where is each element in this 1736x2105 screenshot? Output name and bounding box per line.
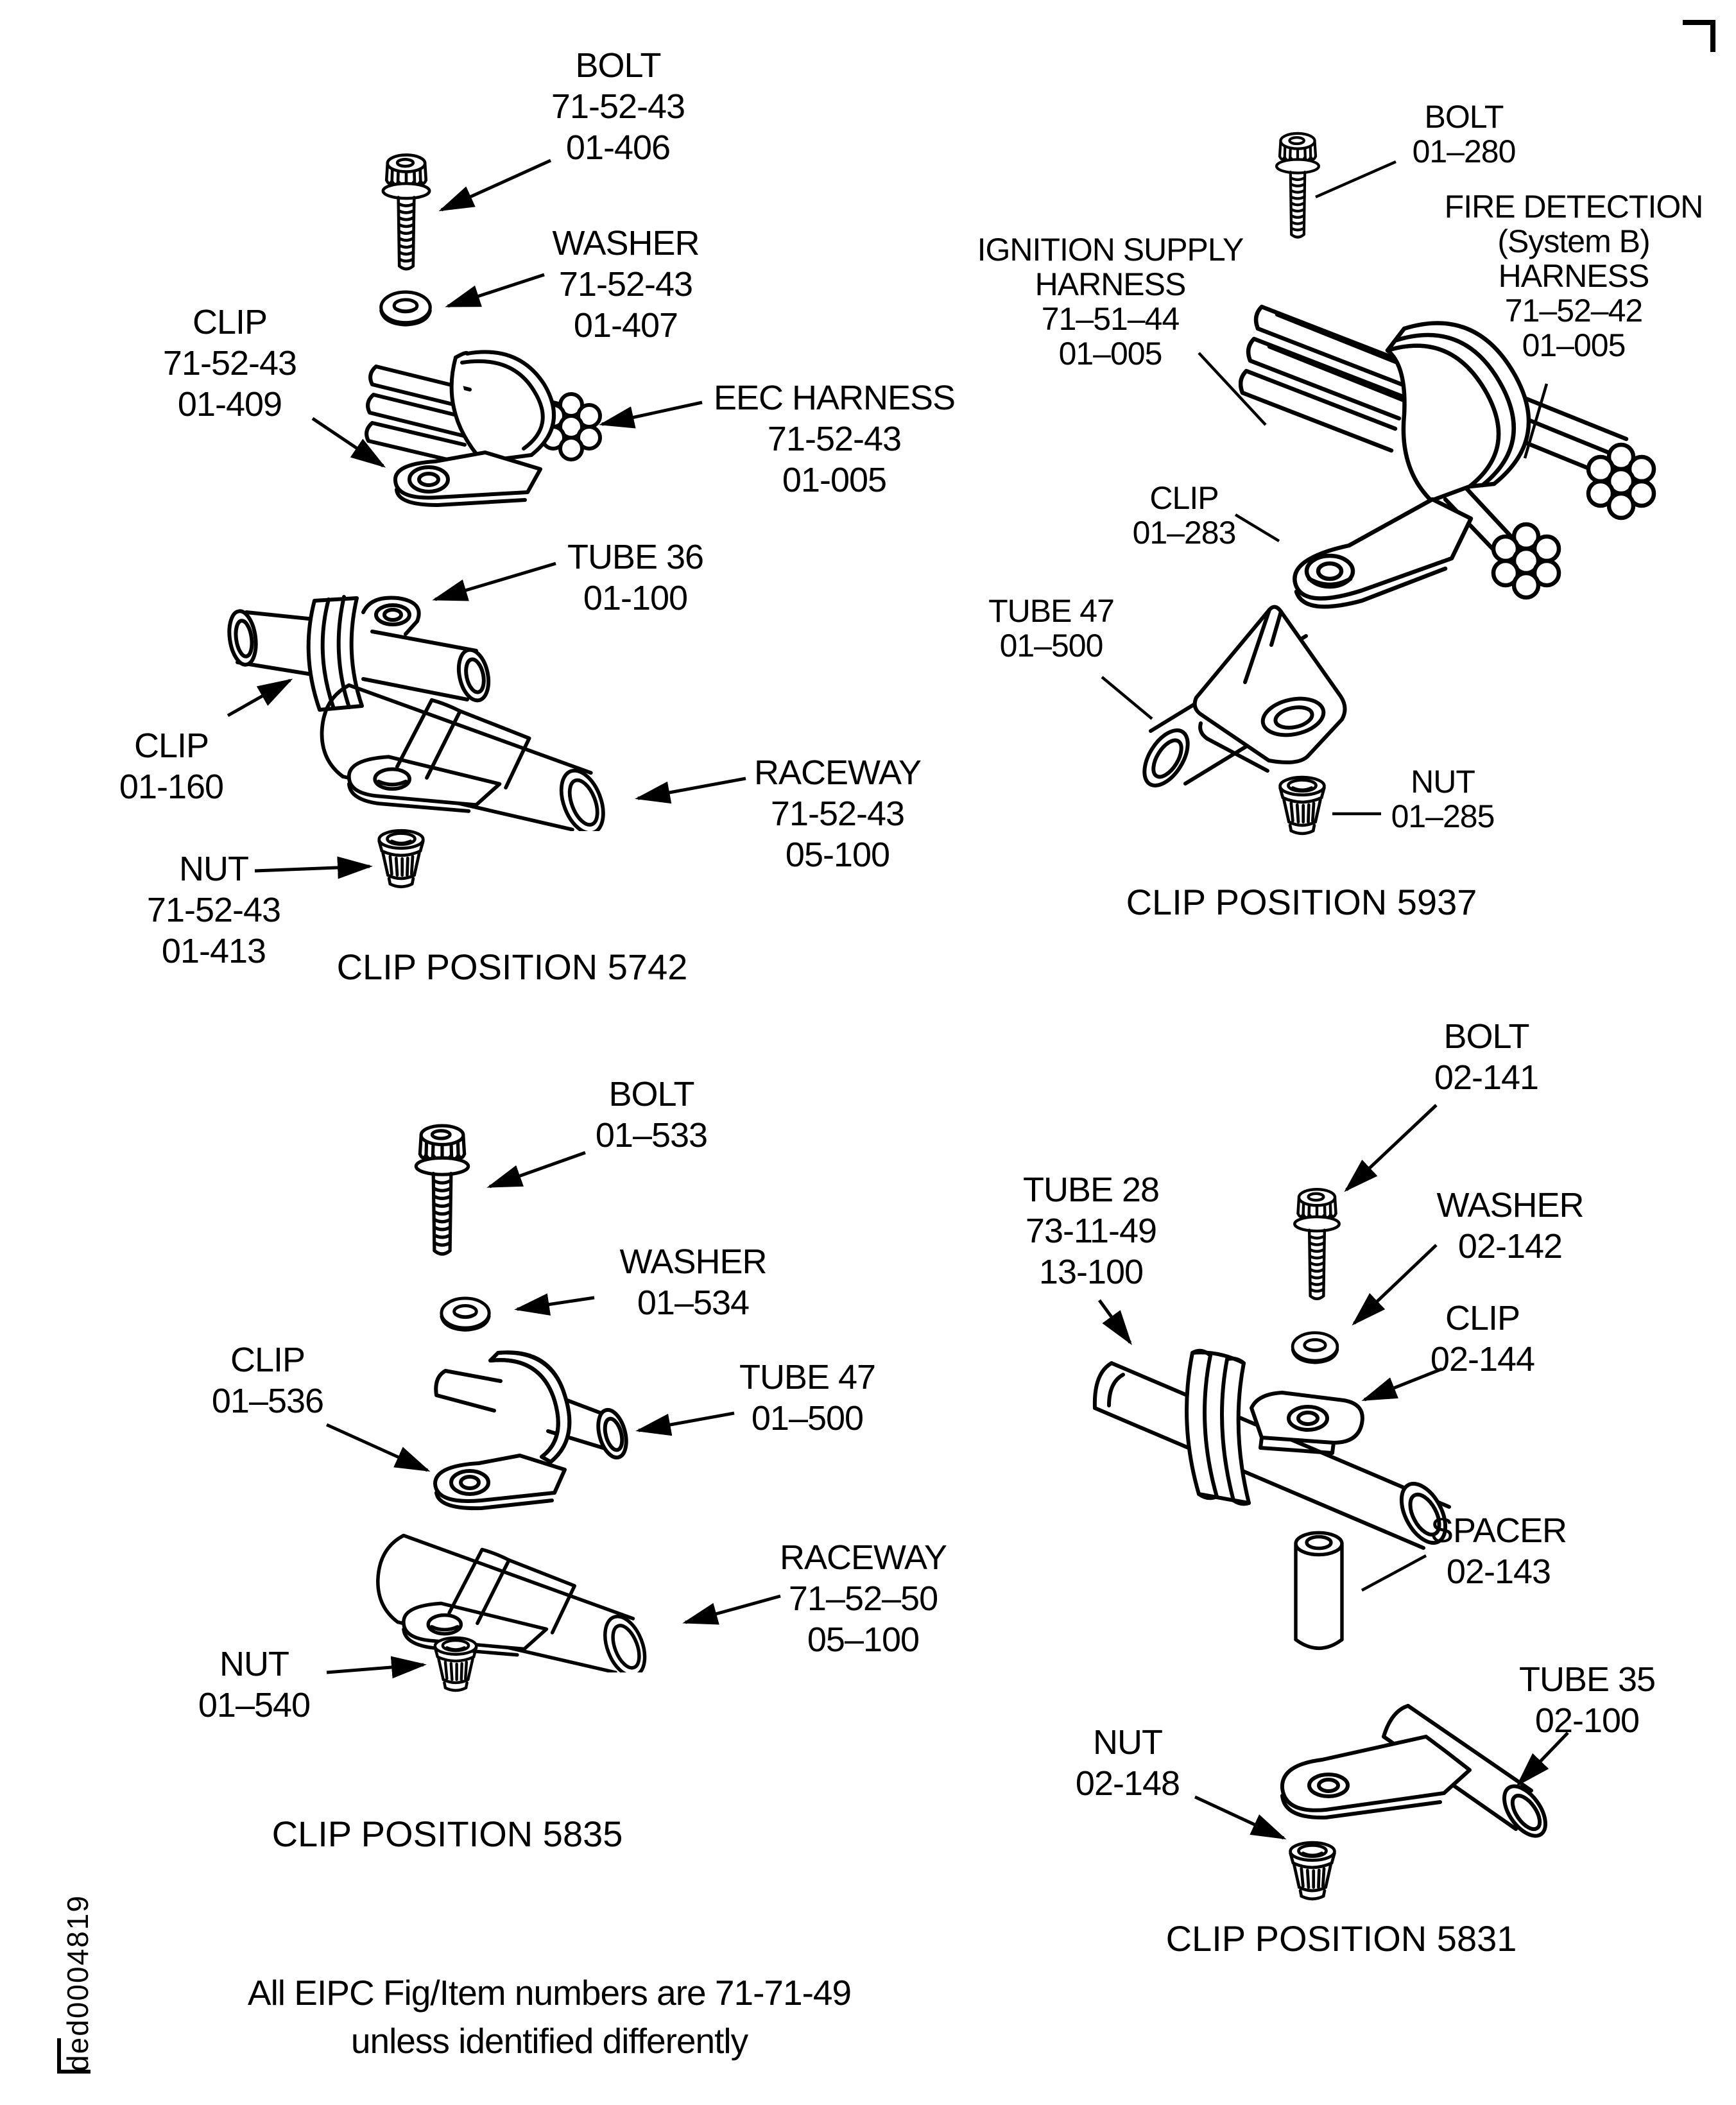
label-clip283-5937: CLIP 01–283 [1132,480,1237,551]
drawing-5835 [325,1126,781,1690]
caption-5742: CLIP POSITION 5742 [336,947,688,987]
label-nut-5937: NUT 01–285 [1391,764,1495,834]
arrow-bolt-5742 [438,159,552,212]
label-clip-5831: CLIP 02-144 [1430,1299,1535,1379]
leader-clip283-5937 [1234,513,1280,542]
arrow-bolt-5835 [486,1151,586,1189]
label-bolt-5742: BOLT 71-52-43 01-406 [551,46,685,167]
drawing-5937 [1101,133,1654,834]
arrow-clip-5835 [325,1423,431,1472]
label-clip-5835: CLIP 01–536 [211,1341,324,1420]
label-ignition-harness-5937: IGNITION SUPPLY HARNESS 71–51–44 01–005 [977,232,1244,372]
label-washer-5742: WASHER 71-52-43 01-407 [552,224,700,345]
label-washer-5831: WASHER 02-142 [1436,1186,1584,1266]
arrow-raceway-5742 [635,777,746,804]
figure-image-id: ded0004819 [61,1894,94,2072]
arrow-clip160-5742 [227,678,293,717]
label-clip160-5742: CLIP 01-160 [119,726,224,806]
label-raceway-5742: RACEWAY 71-52-43 05-100 [753,753,922,874]
arrow-clip-5742 [311,417,386,468]
arrow-nut-5835 [326,1656,427,1679]
footnote: All EIPC Fig/Item numbers are 71-71-49 u… [132,1969,967,2065]
arrow-eec-harness-5742 [599,400,703,429]
label-tube35-5831: TUBE 35 02-100 [1518,1660,1656,1740]
caption-5835: CLIP POSITION 5835 [271,1814,623,1854]
arrow-washer-5742 [445,273,545,308]
arrow-nut-5742 [254,856,373,879]
arrow-bolt-5831 [1344,1104,1438,1192]
label-washer-5835: WASHER 01–534 [619,1242,767,1322]
leader-tube47-5937 [1101,676,1153,720]
label-bolt-5831: BOLT 02-141 [1434,1017,1539,1097]
leader-bolt-5937 [1315,160,1397,199]
label-bolt-5937: BOLT 01–280 [1412,99,1517,169]
label-nut-5835: NUT 01–540 [198,1645,311,1724]
label-tube36-5742: TUBE 36 01-100 [567,538,704,617]
caption-5831: CLIP POSITION 5831 [1165,1918,1517,1959]
arrow-clip-5831 [1361,1367,1443,1402]
arrow-tube28-5831 [1097,1299,1132,1346]
arrow-washer-5835 [514,1293,595,1316]
leader-ignition-5937 [1198,352,1267,426]
corner-mark-top-right [1683,20,1715,52]
arrow-raceway-5835 [682,1594,781,1625]
leader-fire-detection-5937 [1523,383,1549,459]
label-nut-5831: NUT 02-148 [1075,1723,1180,1803]
drawing-5742 [226,155,746,886]
arrow-tube47-5835 [635,1411,735,1436]
arrow-tube36-5742 [432,562,556,601]
label-tube28-5831: TUBE 28 73-11-49 13-100 [1022,1171,1160,1291]
label-bolt-5835: BOLT 01–533 [595,1075,708,1155]
footnote-line1: All EIPC Fig/Item numbers are 71-71-49 [247,1973,852,2013]
footnote-line2: unless identified differently [350,2021,748,2061]
arrow-washer-5831 [1352,1244,1438,1326]
label-tube47-5937: TUBE 47 01–500 [988,593,1115,664]
label-eec-harness-5742: EEC HARNESS 71-52-43 01-005 [713,379,956,499]
arrow-tube35-5831 [1516,1731,1569,1787]
label-raceway-5835: RACEWAY 71–52–50 05–100 [779,1538,947,1659]
label-fire-detection-harness-5937: FIRE DETECTION (System B) HARNESS 71–52–… [1444,189,1704,363]
arrow-nut-5831 [1194,1795,1287,1840]
corner-mark-bottom-left [57,2038,90,2074]
label-clip-5742: CLIP 71-52-43 01-409 [162,303,297,424]
caption-5937: CLIP POSITION 5937 [1126,882,1477,922]
drawing-5831 [1095,1104,1569,1899]
label-tube47-5835: TUBE 47 01–500 [739,1358,876,1438]
leader-spacer-5831 [1361,1554,1427,1592]
label-nut-5742: NUT 71-52-43 01-413 [146,850,281,970]
label-spacer-5831: SPACER 02-143 [1430,1511,1567,1591]
